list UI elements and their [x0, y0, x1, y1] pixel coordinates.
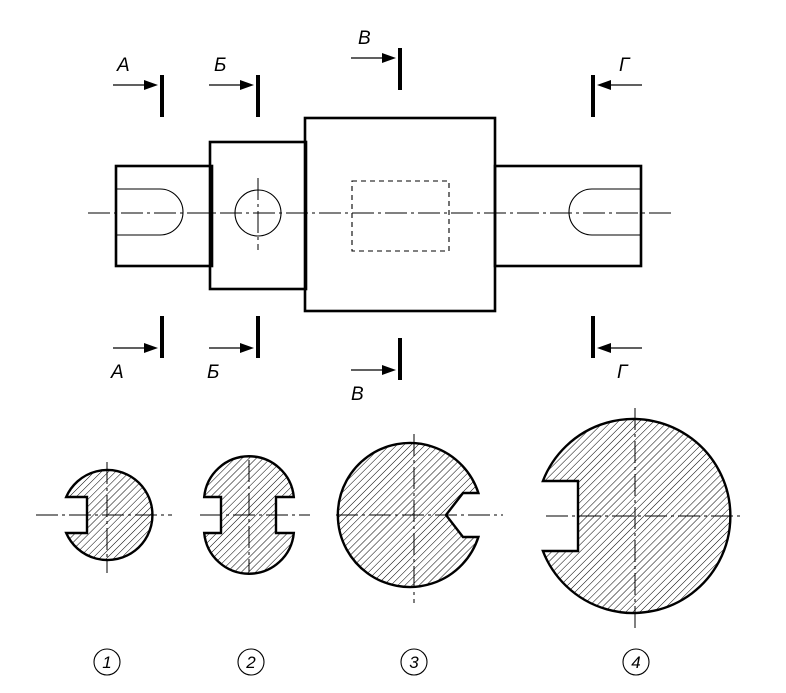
section-markers	[113, 48, 642, 380]
label-g-top: Г	[619, 55, 631, 76]
hidden-pocket	[351, 180, 450, 252]
section-2	[200, 455, 310, 575]
label-v-bottom: В	[351, 384, 364, 405]
arrow-b-top	[240, 80, 254, 90]
number-4: 4	[631, 653, 640, 672]
number-3-circle	[400, 648, 428, 676]
section-1	[36, 462, 172, 573]
arrow-v-bottom	[382, 365, 396, 375]
shaft-main-body	[303, 116, 497, 313]
label-a-top: А	[116, 55, 130, 76]
arrow-b-bottom	[240, 343, 254, 353]
label-a-bottom: А	[110, 362, 124, 383]
section-4	[541, 408, 742, 630]
shaft-right-end	[493, 164, 643, 268]
number-2: 2	[245, 653, 256, 672]
arrow-g-bottom	[597, 343, 611, 353]
number-1: 1	[102, 653, 111, 672]
section-numbers: 1 2 3 4	[93, 648, 650, 676]
label-b-top: Б	[214, 55, 226, 76]
left-slot	[116, 188, 184, 236]
arrow-a-bottom	[144, 343, 158, 353]
label-g-bottom: Г	[617, 362, 629, 383]
number-4-circle	[622, 648, 650, 676]
number-3: 3	[409, 653, 419, 672]
label-b-bottom: Б	[207, 362, 219, 383]
shaft-main-view	[88, 116, 672, 313]
section-labels: А Б В Г А Б В Г	[110, 28, 631, 405]
section-3	[336, 434, 503, 603]
number-1-circle	[93, 648, 121, 676]
arrow-a-top	[144, 80, 158, 90]
label-v-top: В	[358, 28, 371, 49]
shaft-left-end	[114, 164, 214, 268]
arrow-g-top	[597, 80, 611, 90]
right-slot	[568, 188, 641, 236]
number-2-circle	[237, 648, 265, 676]
arrow-v-top	[382, 53, 396, 63]
